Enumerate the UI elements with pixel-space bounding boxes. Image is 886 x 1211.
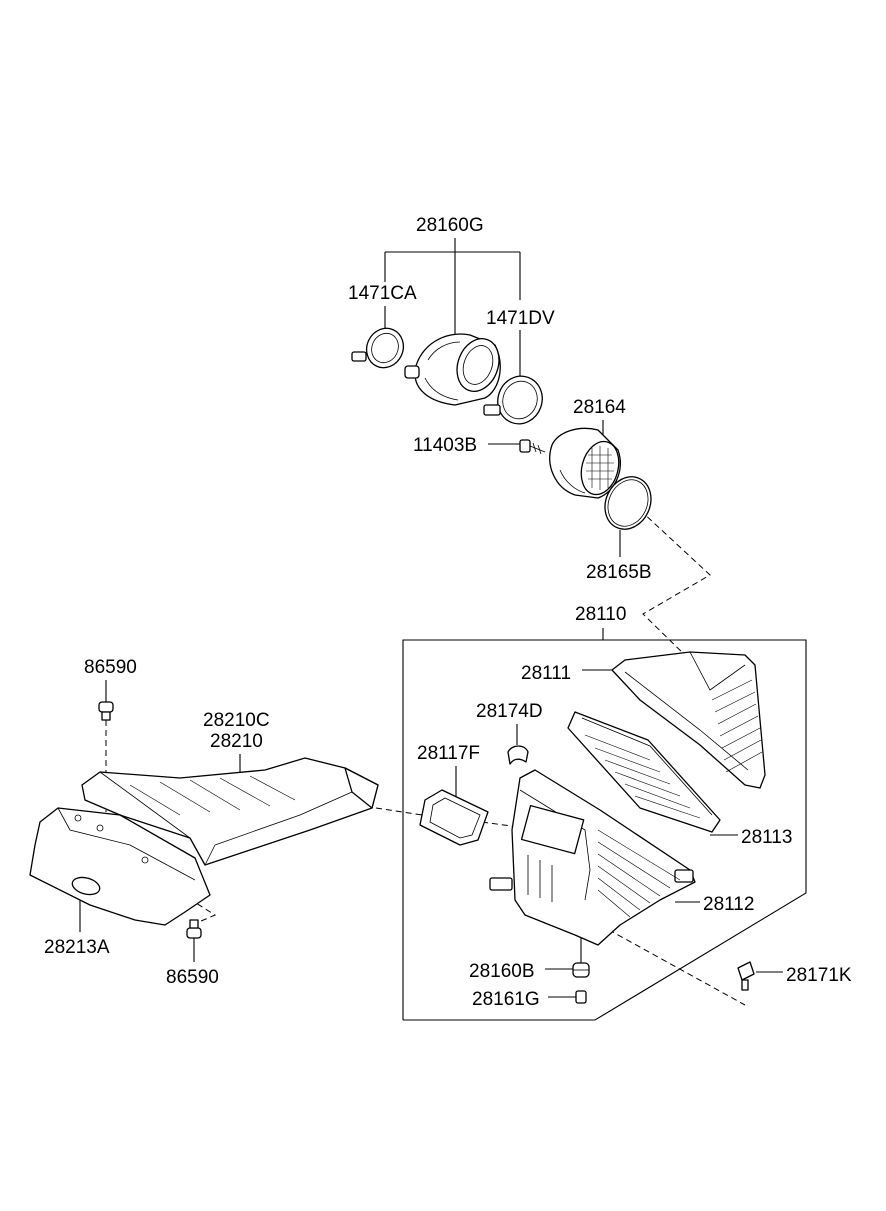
air-flow-sensor-28164 — [549, 427, 621, 499]
label-28210C: 28210C — [203, 710, 270, 731]
label-1471DV: 1471DV — [486, 308, 555, 329]
label-28171K: 28171K — [786, 965, 852, 986]
gasket-28117F — [419, 789, 489, 846]
label-28174D: 28174D — [476, 701, 543, 722]
label-28110: 28110 — [575, 604, 626, 625]
label-28160B: 28160B — [469, 961, 535, 982]
resonator-28213A — [29, 807, 211, 926]
clip-28174D — [507, 745, 529, 765]
label-28112: 28112 — [703, 894, 754, 915]
label-28160G: 28160G — [416, 215, 484, 236]
case-hatching — [597, 829, 681, 918]
label-86590-top: 86590 — [84, 657, 137, 678]
label-1471CA: 1471CA — [348, 283, 417, 304]
clip-86590-top — [98, 701, 114, 721]
label-28165B: 28165B — [586, 562, 652, 583]
sensor-grid — [586, 446, 614, 490]
label-28210: 28210 — [210, 731, 263, 752]
label-28117F: 28117F — [417, 743, 480, 764]
screw-11403B — [519, 439, 546, 455]
label-28213A: 28213A — [44, 937, 110, 958]
bolt-28171K — [737, 961, 755, 991]
hose-clamp-1471DV — [483, 375, 543, 425]
label-28164: 28164 — [573, 397, 626, 418]
filter-pleats — [584, 734, 701, 819]
grommet-28160B — [572, 962, 590, 978]
duct-ribs — [129, 775, 296, 816]
air-cleaner-cover-28111 — [611, 651, 766, 789]
label-28111: 28111 — [521, 663, 571, 684]
label-28161G: 28161G — [472, 989, 540, 1010]
hose-clamp-1471CA — [351, 327, 405, 369]
cover-hatching — [711, 679, 763, 773]
intake-hose-28160G — [404, 333, 501, 406]
clip-86590-bottom — [186, 919, 202, 939]
bushing-28161G — [575, 990, 587, 1004]
label-28113: 28113 — [741, 827, 792, 848]
filter-element-28113 — [567, 711, 721, 833]
air-cleaner-case-28112 — [489, 769, 696, 946]
intake-duct-28210 — [81, 757, 379, 866]
label-86590-bottom: 86590 — [166, 967, 219, 988]
label-11403B: 11403B — [413, 435, 477, 456]
o-ring-28165B — [604, 476, 652, 530]
